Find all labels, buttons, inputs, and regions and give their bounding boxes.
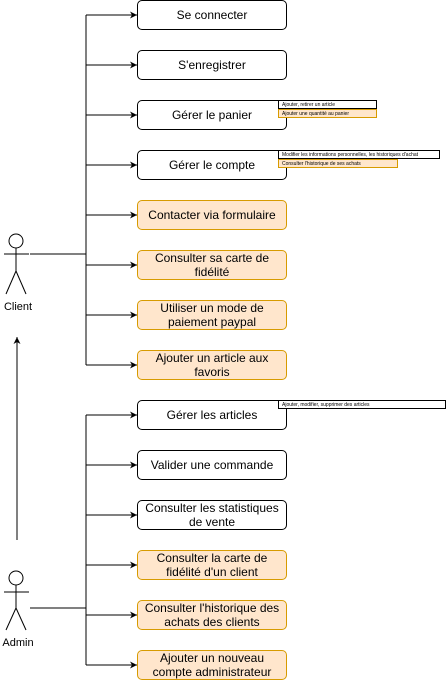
note-panier-quantite: Ajouter une quantité au panier [278, 109, 377, 118]
use-case-valider-commande: Valider une commande [137, 450, 287, 480]
use-case-gerer-compte: Gérer le compte [137, 150, 287, 180]
admin-actor-figure [4, 570, 29, 631]
use-case-s-enregistrer: S'enregistrer [137, 50, 287, 80]
client-actor-figure [4, 233, 29, 295]
use-case-gerer-panier: Gérer le panier [137, 100, 287, 130]
note-panier-ajouter-retirer: Ajouter, retirer un article [278, 100, 377, 109]
use-case-carte-fidelite: Consulter sa carte de fidélité [137, 250, 287, 280]
client-branches [86, 11, 137, 369]
note-compte-modifier: Modifier les informations personnelles, … [278, 150, 440, 159]
use-case-se-connecter: Se connecter [137, 0, 287, 30]
use-case-favoris: Ajouter un article aux favoris [137, 350, 287, 380]
use-case-gerer-articles: Gérer les articles [137, 400, 287, 430]
note-compte-historique: Consulter l'historique de ses achats [278, 159, 398, 168]
client-actor-label: Client [3, 301, 33, 313]
use-case-historique-achats: Consulter l'historique des achats des cl… [137, 600, 287, 630]
use-case-nouveau-admin: Ajouter un nouveau compte administrateur [137, 650, 287, 680]
use-case-contacter-formulaire: Contacter via formulaire [137, 200, 287, 230]
admin-branches [86, 411, 137, 669]
use-case-carte-fidelite-client: Consulter la carte de fidélité d'un clie… [137, 550, 287, 580]
use-case-paiement-paypal: Utiliser un mode de paiement paypal [137, 300, 287, 330]
note-articles: Ajouter, modifier, supprimer des article… [278, 400, 446, 409]
admin-actor-label: Admin [2, 637, 34, 649]
use-case-statistiques: Consulter les statistiques de vente [137, 500, 287, 530]
